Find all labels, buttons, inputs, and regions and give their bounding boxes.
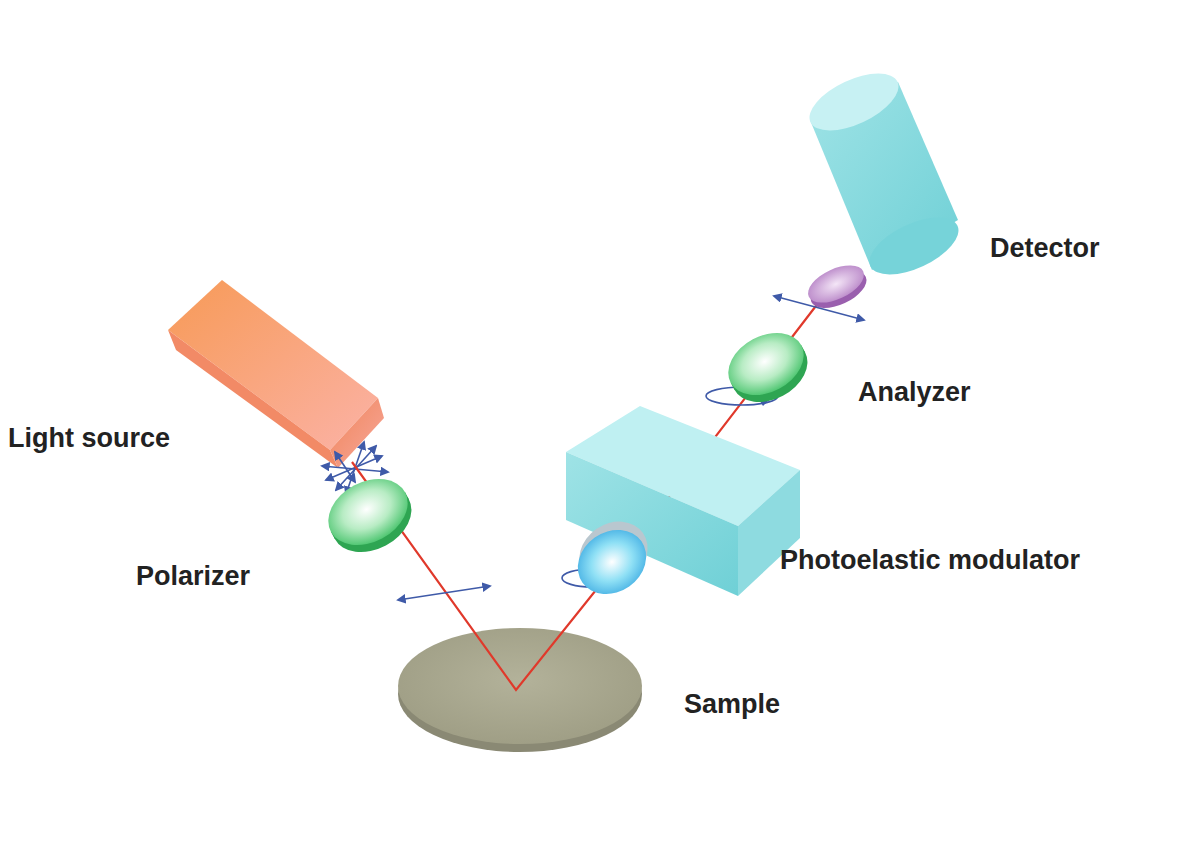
analyzer-disc <box>718 320 819 414</box>
part-label: Photoelastic modulator <box>780 546 1080 576</box>
detector-cylinder <box>801 62 967 316</box>
analyzed-polarization-arrow <box>774 296 864 320</box>
part-label: Polarizer <box>136 562 250 592</box>
linear-polarization-arrow <box>398 586 490 600</box>
sample-disc <box>398 628 642 752</box>
part-label: Light source <box>8 424 170 454</box>
part-label: Sample <box>684 690 780 720</box>
part-label: Detector <box>990 234 1100 264</box>
part-label: Analyzer <box>858 378 971 408</box>
photoelastic-modulator <box>562 406 800 607</box>
light-beam <box>352 272 842 690</box>
polarizer-disc <box>317 466 423 565</box>
light-source-prism <box>168 280 384 468</box>
